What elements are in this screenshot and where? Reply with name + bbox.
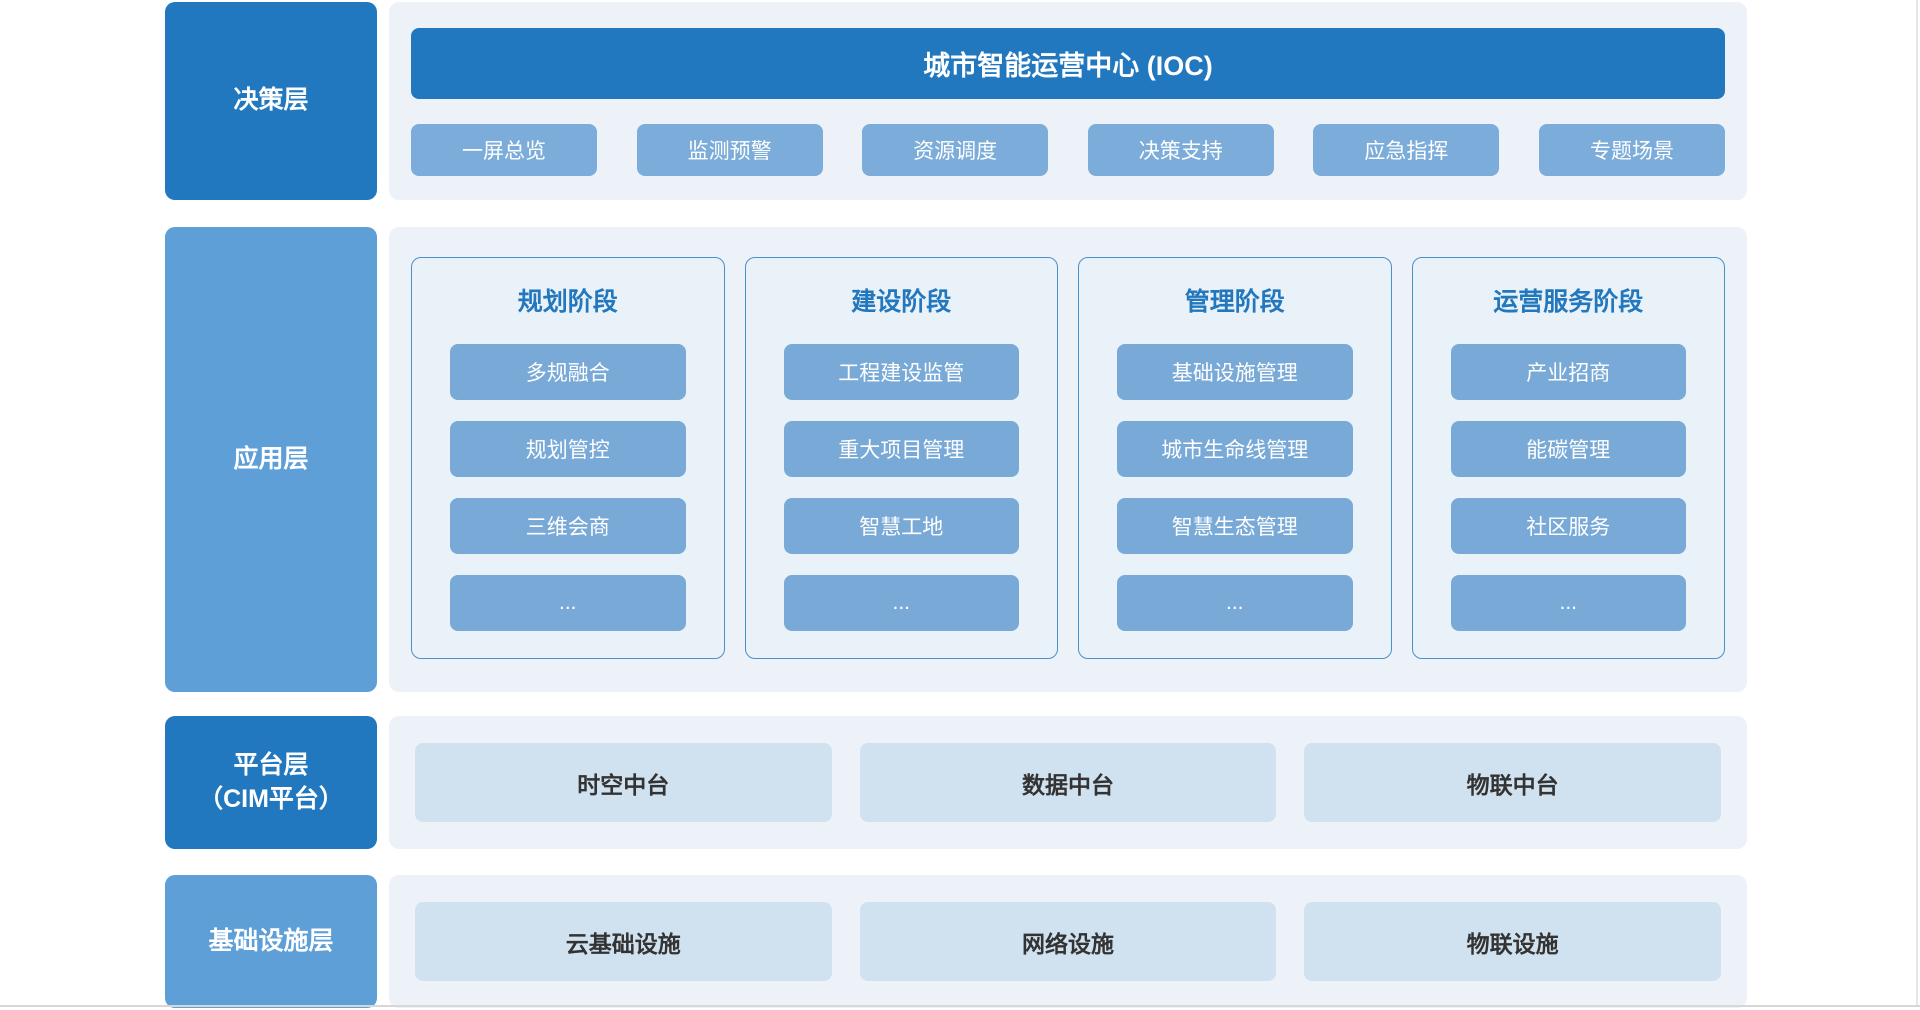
stage-items: 产业招商 能碳管理 社区服务 ... [1450,344,1686,631]
ioc-header-text: 城市智能运营中心 (IOC) [923,51,1213,81]
stage-item: 智慧生态管理 [1117,498,1353,554]
stage-item-ellipsis: ... [450,575,686,631]
stage-items: 工程建设监管 重大项目管理 智慧工地 ... [783,344,1019,631]
window-right-edge [1916,0,1918,1005]
layer-panel-application: 规划阶段 多规融合 规划管控 三维会商 ... 建设阶段 工程建设监管 重大项目… [389,227,1747,692]
layer-row-infrastructure: 基础设施层 云基础设施 网络设施 物联设施 [165,875,1747,1008]
stage-item: 三维会商 [450,498,686,554]
stage-item-ellipsis: ... [1450,575,1686,631]
layer-row-decision: 决策层 城市智能运营中心 (IOC) 一屏总览 监测预警 资源调度 决策支持 应… [165,2,1747,200]
box-network-facilities: 网络设施 [859,902,1277,981]
layer-label-application: 应用层 [165,227,377,692]
stage-item: 智慧工地 [783,498,1019,554]
stage-title: 建设阶段 [851,288,952,316]
layer-label-platform: 平台层 （CIM平台） [165,716,377,849]
stage-item: 社区服务 [1450,498,1686,554]
layer-label-text: 应用层 [233,444,309,473]
stage-item: 产业招商 [1450,344,1686,400]
layer-panel-decision: 城市智能运营中心 (IOC) 一屏总览 监测预警 资源调度 决策支持 应急指挥 … [389,2,1747,200]
layer-panel-infrastructure: 云基础设施 网络设施 物联设施 [389,875,1747,1008]
decision-chip-row: 一屏总览 监测预警 资源调度 决策支持 应急指挥 专题场景 [411,124,1725,176]
ioc-header-bar: 城市智能运营中心 (IOC) [411,28,1725,99]
layer-row-application: 应用层 规划阶段 多规融合 规划管控 三维会商 ... 建设阶段 工程建设监管 [165,227,1747,692]
stage-title: 管理阶段 [1184,288,1285,316]
stage-item: 能碳管理 [1450,421,1686,477]
diagram-body: 决策层 城市智能运营中心 (IOC) 一屏总览 监测预警 资源调度 决策支持 应… [165,2,1747,1008]
layer-label-text: 平台层 [233,750,309,779]
stage-title: 运营服务阶段 [1493,288,1644,316]
box-cloud-infrastructure: 云基础设施 [415,902,832,981]
stage-items: 基础设施管理 城市生命线管理 智慧生态管理 ... [1117,344,1353,631]
stage-item-ellipsis: ... [783,575,1019,631]
stage-item: 多规融合 [450,344,686,400]
box-spatiotemporal-middle-platform: 时空中台 [415,743,832,822]
box-iot-facilities: 物联设施 [1304,902,1721,981]
box-data-middle-platform: 数据中台 [859,743,1277,822]
stage-item: 工程建设监管 [783,344,1019,400]
chip-overview: 一屏总览 [411,124,597,176]
window-bottom-edge [0,1005,1920,1007]
stage-card-management: 管理阶段 基础设施管理 城市生命线管理 智慧生态管理 ... [1078,257,1392,659]
box-iot-middle-platform: 物联中台 [1304,743,1721,822]
layer-row-platform: 平台层 （CIM平台） 时空中台 数据中台 物联中台 [165,716,1747,849]
stage-items: 多规融合 规划管控 三维会商 ... [450,344,686,631]
chip-monitor-warning: 监测预警 [636,124,823,176]
stage-item-ellipsis: ... [1117,575,1353,631]
chip-resource-dispatch: 资源调度 [862,124,1049,176]
stage-item: 规划管控 [450,421,686,477]
chip-decision-support: 决策支持 [1087,124,1274,176]
layer-label-decision: 决策层 [165,2,377,200]
stage-card-operation-service: 运营服务阶段 产业招商 能碳管理 社区服务 ... [1411,257,1725,659]
layer-label-infrastructure: 基础设施层 [165,875,377,1008]
stage-card-construction: 建设阶段 工程建设监管 重大项目管理 智慧工地 ... [744,257,1058,659]
layer-panel-platform: 时空中台 数据中台 物联中台 [389,716,1747,849]
layer-label-text: 基础设施层 [208,926,334,955]
stage-item: 城市生命线管理 [1117,421,1353,477]
layer-label-text: 决策层 [233,86,309,115]
layer-label-subtext: （CIM平台） [198,784,344,813]
stage-item: 基础设施管理 [1117,344,1353,400]
stage-card-planning: 规划阶段 多规融合 规划管控 三维会商 ... [411,257,725,659]
chip-emergency-command: 应急指挥 [1313,124,1500,176]
chip-theme-scenes: 专题场景 [1538,124,1725,176]
stage-title: 规划阶段 [517,288,618,316]
stage-item: 重大项目管理 [783,421,1019,477]
